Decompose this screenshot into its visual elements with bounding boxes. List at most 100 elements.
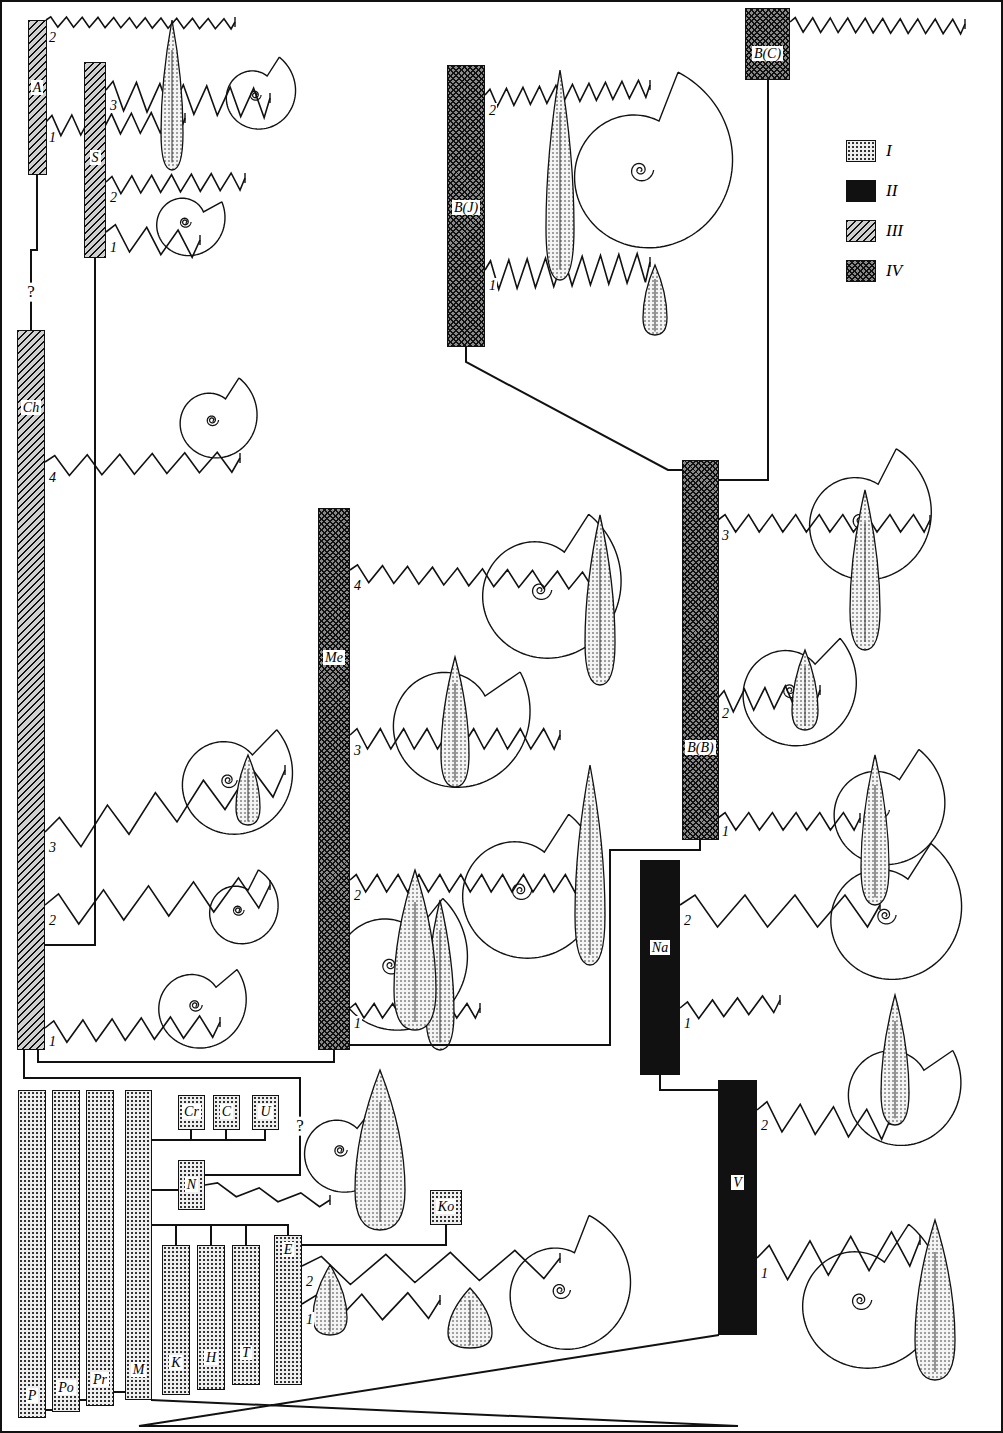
taxon-bar: V <box>718 1080 757 1335</box>
suture-line <box>680 996 780 1019</box>
legend-text: IV <box>886 262 902 281</box>
callout-number: 2 <box>760 1118 769 1133</box>
legend-swatch <box>846 220 876 242</box>
lineage-line <box>139 1335 738 1426</box>
taxon-bar: S <box>84 62 106 258</box>
section-axis <box>935 1252 936 1372</box>
lineage-line <box>152 1130 265 1140</box>
shell-umbilicus <box>513 884 532 899</box>
section-axis <box>805 666 806 726</box>
taxon-bar: U <box>252 1095 279 1130</box>
callout-holder: 1 <box>305 1310 314 1328</box>
query-mark: ? <box>25 283 37 302</box>
section-axis <box>470 1300 471 1345</box>
taxon-bar: E <box>274 1235 302 1385</box>
callout-holder: 4 <box>353 576 362 594</box>
callout-number: 2 <box>48 30 57 45</box>
callout-holder: 2 <box>683 911 692 929</box>
section-axis <box>248 769 249 822</box>
taxon-bar: Me <box>318 508 350 1050</box>
taxon-name: B(C) <box>752 46 783 61</box>
shell-whorl <box>831 843 962 979</box>
septal-section <box>585 515 615 685</box>
suture-end-tick <box>184 113 185 123</box>
suture-lines <box>45 17 965 1321</box>
callout-number: 1 <box>721 824 730 839</box>
section-axis <box>865 522 866 642</box>
taxon-name: Ko <box>436 1199 456 1214</box>
taxon-name: B(J) <box>452 200 480 215</box>
lineage-line <box>152 1130 226 1140</box>
shell-whorl <box>210 870 278 944</box>
callout-holder: 2 <box>109 188 118 206</box>
section-axis <box>380 1102 381 1222</box>
shell-umbilicus <box>251 91 261 100</box>
septal-section <box>643 265 667 335</box>
callout-number: 2 <box>353 888 362 903</box>
callout-holder: 1 <box>760 1264 769 1282</box>
shell-umbilicus <box>533 584 552 599</box>
callout-number: 1 <box>488 278 497 293</box>
taxon-bar: Na <box>640 860 680 1075</box>
septal-section <box>575 765 605 965</box>
shell-umbilicus <box>234 906 244 915</box>
taxon-name: C <box>220 1104 233 1119</box>
shell-umbilicus <box>207 416 218 425</box>
septal-section <box>881 995 909 1125</box>
callout-number: 2 <box>109 190 118 205</box>
septal-section <box>394 870 436 1030</box>
callout-holder: 1 <box>109 238 118 256</box>
suture-end-tick <box>244 173 245 183</box>
suture-end-tick <box>559 730 560 740</box>
taxon-name: Po <box>56 1380 76 1395</box>
suture-line <box>106 225 200 258</box>
suture-line <box>718 515 930 532</box>
callout-number: 1 <box>48 130 57 145</box>
taxon-name: H <box>204 1350 218 1365</box>
legend-row: III <box>846 220 863 244</box>
legend-swatch <box>846 140 876 162</box>
septal-section <box>441 657 469 787</box>
septal-section <box>448 1288 492 1348</box>
shell-umbilicus <box>181 218 191 227</box>
legend-text: III <box>886 222 903 241</box>
taxon-bar: T <box>232 1245 260 1385</box>
callout-holder: 1 <box>48 128 57 146</box>
suture-line <box>106 173 245 194</box>
lineage-line <box>152 1225 211 1245</box>
legend-row: II <box>846 180 857 204</box>
taxon-bar: Ch <box>17 330 45 1050</box>
shell-whorl <box>510 1215 630 1349</box>
callout-holder: 2 <box>353 886 362 904</box>
section-axis <box>455 683 456 781</box>
callout-number: 4 <box>353 578 362 593</box>
taxon-name: N <box>185 1177 198 1192</box>
taxon-name: E <box>282 1242 295 1257</box>
section-axis <box>875 785 876 898</box>
shell-whorl <box>180 378 257 458</box>
callout-holder: 1 <box>683 1014 692 1032</box>
lineage-line <box>660 1075 718 1090</box>
suture-end-tick <box>964 19 965 29</box>
septal-section <box>546 70 574 280</box>
shell-umbilicus <box>190 1001 202 1011</box>
taxon-bar: B(B) <box>682 460 719 840</box>
suture-end-tick <box>649 80 650 90</box>
callout-number: 1 <box>305 1312 314 1327</box>
callout-number: 2 <box>488 103 497 118</box>
legend-text: II <box>886 182 897 201</box>
septal-section <box>355 1070 405 1230</box>
callout-holder: 2 <box>488 101 497 119</box>
suture-line <box>790 18 965 34</box>
taxon-bar: C <box>213 1095 240 1130</box>
section-axis <box>172 50 173 163</box>
suture-end-tick <box>649 257 650 267</box>
suture-end-tick <box>284 765 285 775</box>
lineage-line <box>31 175 37 330</box>
lineage-line <box>152 1189 178 1191</box>
shell-umbilicus <box>335 1146 347 1156</box>
lineage-line <box>114 1391 125 1393</box>
suture-line <box>46 17 235 29</box>
shell-umbilicus <box>632 163 654 180</box>
legend-row: IV <box>846 260 862 284</box>
